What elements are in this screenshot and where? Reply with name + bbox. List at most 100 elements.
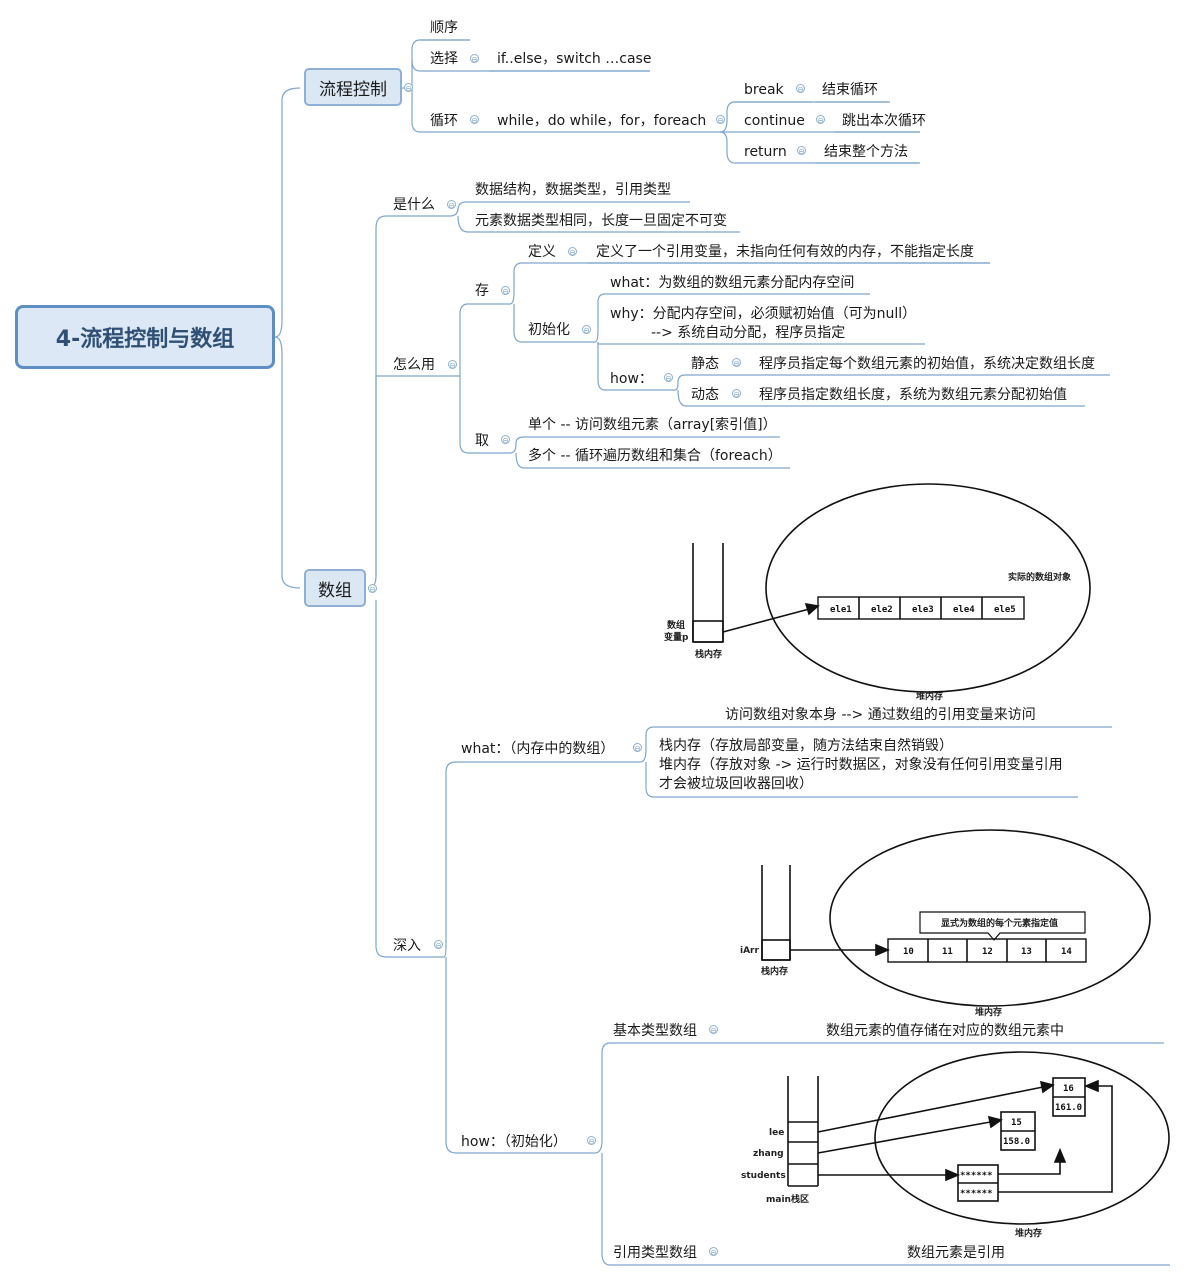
node-static-desc[interactable]: 程序员指定每个数组元素的初始值，系统决定数组长度 (759, 356, 1095, 372)
fig1-heap-label: 堆内存 (916, 690, 943, 702)
fig3-zhang: zhang (753, 1149, 784, 1159)
fig3-obj1-a: 16 (1063, 1084, 1074, 1094)
node-basic-array[interactable]: 基本类型数组 (613, 1023, 697, 1039)
node-continue[interactable]: continue (744, 113, 805, 129)
fig3-obj2-b: 158.0 (1003, 1137, 1030, 1147)
figure-static-init (761, 829, 1151, 1007)
fig2-cell: 14 (1061, 947, 1072, 957)
collapse-icon[interactable]: ⊖ (664, 373, 673, 383)
node-what-is[interactable]: 是什么 (393, 197, 435, 213)
fig1-stack-label: 栈内存 (695, 648, 722, 660)
collapse-icon[interactable]: ⊖ (501, 435, 510, 445)
fig2-var: iArr (740, 946, 759, 956)
node-select[interactable]: 选择 (430, 51, 458, 67)
fig3-heap-label: 堆内存 (1015, 1227, 1042, 1239)
node-dynamic[interactable]: 动态 (691, 387, 719, 403)
node-continue-desc[interactable]: 跳出本次循环 (842, 113, 926, 129)
fig3-obj2-a: 15 (1011, 1118, 1022, 1128)
fig2-cell: 13 (1021, 947, 1032, 957)
node-break[interactable]: break (744, 82, 784, 98)
node-mem-what[interactable]: what：（内存中的数组） (461, 741, 615, 757)
fig3-ptr: ****** (960, 1171, 993, 1181)
node-define[interactable]: 定义 (528, 244, 556, 260)
node-loop-detail[interactable]: while，do while，for，foreach (497, 113, 707, 129)
node-ref-array[interactable]: 引用类型数组 (613, 1245, 697, 1261)
fig1-cell: ele2 (871, 605, 893, 615)
collapse-icon[interactable]: ⊖ (434, 940, 443, 950)
node-store[interactable]: 存 (475, 283, 489, 299)
node-deep[interactable]: 深入 (393, 938, 421, 954)
node-break-desc[interactable]: 结束循环 (822, 82, 878, 98)
collapse-icon[interactable]: ⊖ (568, 247, 577, 257)
node-multi[interactable]: 多个 -- 循环遍历数组和集合（foreach） (528, 448, 782, 464)
node-fetch[interactable]: 取 (475, 433, 489, 449)
collapse-icon[interactable]: ⊖ (587, 1136, 596, 1146)
fig2-heap-label: 堆内存 (975, 1006, 1002, 1018)
node-static[interactable]: 静态 (691, 356, 719, 372)
node-what-2[interactable]: 元素数据类型相同，长度一旦固定不可变 (475, 213, 727, 229)
collapse-icon[interactable]: ⊖ (470, 54, 479, 64)
figure-ref-array (787, 1051, 1170, 1225)
collapse-icon[interactable]: ⊖ (796, 84, 805, 94)
node-mem-access[interactable]: 访问数组对象本身 --> 通过数组的引用变量来访问 (725, 707, 1036, 723)
node-how-init[interactable]: how：（初始化） (461, 1134, 567, 1150)
node-how-use[interactable]: 怎么用 (393, 357, 435, 373)
fig1-cell: ele3 (912, 605, 934, 615)
node-what-1[interactable]: 数据结构，数据类型，引用类型 (475, 182, 671, 198)
collapse-icon[interactable]: ⊖ (732, 389, 741, 399)
node-return-desc[interactable]: 结束整个方法 (824, 144, 908, 160)
collapse-icon[interactable]: ⊖ (404, 83, 413, 93)
fig2-note: 显式为数组的每个元素指定值 (941, 917, 1058, 929)
fig1-var-label: 数组 (667, 619, 685, 631)
fig1-cell: ele4 (953, 605, 975, 615)
topic-array[interactable]: 数组 (304, 569, 366, 607)
node-return[interactable]: return (744, 144, 787, 160)
node-mem-heap-2[interactable]: 才会被垃圾回收器回收） (659, 776, 813, 792)
collapse-icon[interactable]: ⊖ (633, 743, 642, 753)
fig3-students: students (741, 1171, 786, 1181)
collapse-icon[interactable]: ⊖ (448, 360, 457, 370)
node-init-why-2[interactable]: --> 系统自动分配，程序员指定 (651, 325, 846, 341)
collapse-icon[interactable]: ⊖ (709, 1025, 718, 1035)
collapse-icon[interactable]: ⊖ (716, 115, 725, 125)
collapse-icon[interactable]: ⊖ (368, 584, 377, 594)
node-select-detail[interactable]: if..else，switch …case (497, 51, 652, 67)
node-sequence[interactable]: 顺序 (430, 20, 458, 36)
collapse-icon[interactable]: ⊖ (470, 115, 479, 125)
fig3-ptr: ****** (960, 1189, 993, 1199)
node-mem-stack[interactable]: 栈内存（存放局部变量，随方法结束自然销毁） (659, 738, 953, 754)
topic-flow-control[interactable]: 流程控制 (304, 68, 402, 106)
fig1-actual-label: 实际的数组对象 (1008, 571, 1071, 583)
fig2-cell: 12 (982, 947, 993, 957)
collapse-icon[interactable]: ⊖ (582, 325, 591, 335)
fig2-cell: 11 (942, 947, 953, 957)
root-topic[interactable]: 4-流程控制与数组 (15, 305, 275, 369)
fig3-obj1-b: 161.0 (1055, 1103, 1082, 1113)
node-init-what[interactable]: what：为数组的数组元素分配内存空间 (610, 275, 855, 291)
node-define-desc[interactable]: 定义了一个引用变量，未指向任何有效的内存，不能指定长度 (596, 244, 974, 260)
node-init-why[interactable]: why：分配内存空间，必须赋初始值（可为null） (610, 306, 917, 322)
fig1-cell: ele5 (994, 605, 1016, 615)
collapse-icon[interactable]: ⊖ (732, 358, 741, 368)
fig2-stack-label: 栈内存 (761, 965, 788, 977)
fig1-var-label2: 变量p (664, 631, 689, 643)
collapse-icon[interactable]: ⊖ (816, 115, 825, 125)
fig3-stack-label: main栈区 (766, 1193, 809, 1205)
node-single[interactable]: 单个 -- 访问数组元素（array[索引值]） (528, 417, 777, 433)
node-loop[interactable]: 循环 (430, 113, 458, 129)
node-init-how[interactable]: how： (610, 371, 653, 387)
fig2-cell: 10 (903, 947, 914, 957)
node-init[interactable]: 初始化 (528, 322, 570, 338)
node-ref-desc[interactable]: 数组元素是引用 (907, 1245, 1005, 1261)
collapse-icon[interactable]: ⊖ (447, 200, 456, 210)
collapse-icon[interactable]: ⊖ (709, 1247, 718, 1257)
fig1-cell: ele1 (830, 605, 852, 615)
collapse-icon[interactable]: ⊖ (501, 286, 510, 296)
branch-lines (274, 39, 1170, 1266)
node-mem-heap[interactable]: 堆内存（存放对象 -> 运行时数据区，对象没有任何引用变量引用 (659, 757, 1063, 773)
node-dynamic-desc[interactable]: 程序员指定数组长度，系统为数组元素分配初始值 (759, 387, 1067, 403)
collapse-icon[interactable]: ⊖ (797, 146, 806, 156)
node-basic-desc[interactable]: 数组元素的值存储在对应的数组元素中 (826, 1023, 1064, 1039)
